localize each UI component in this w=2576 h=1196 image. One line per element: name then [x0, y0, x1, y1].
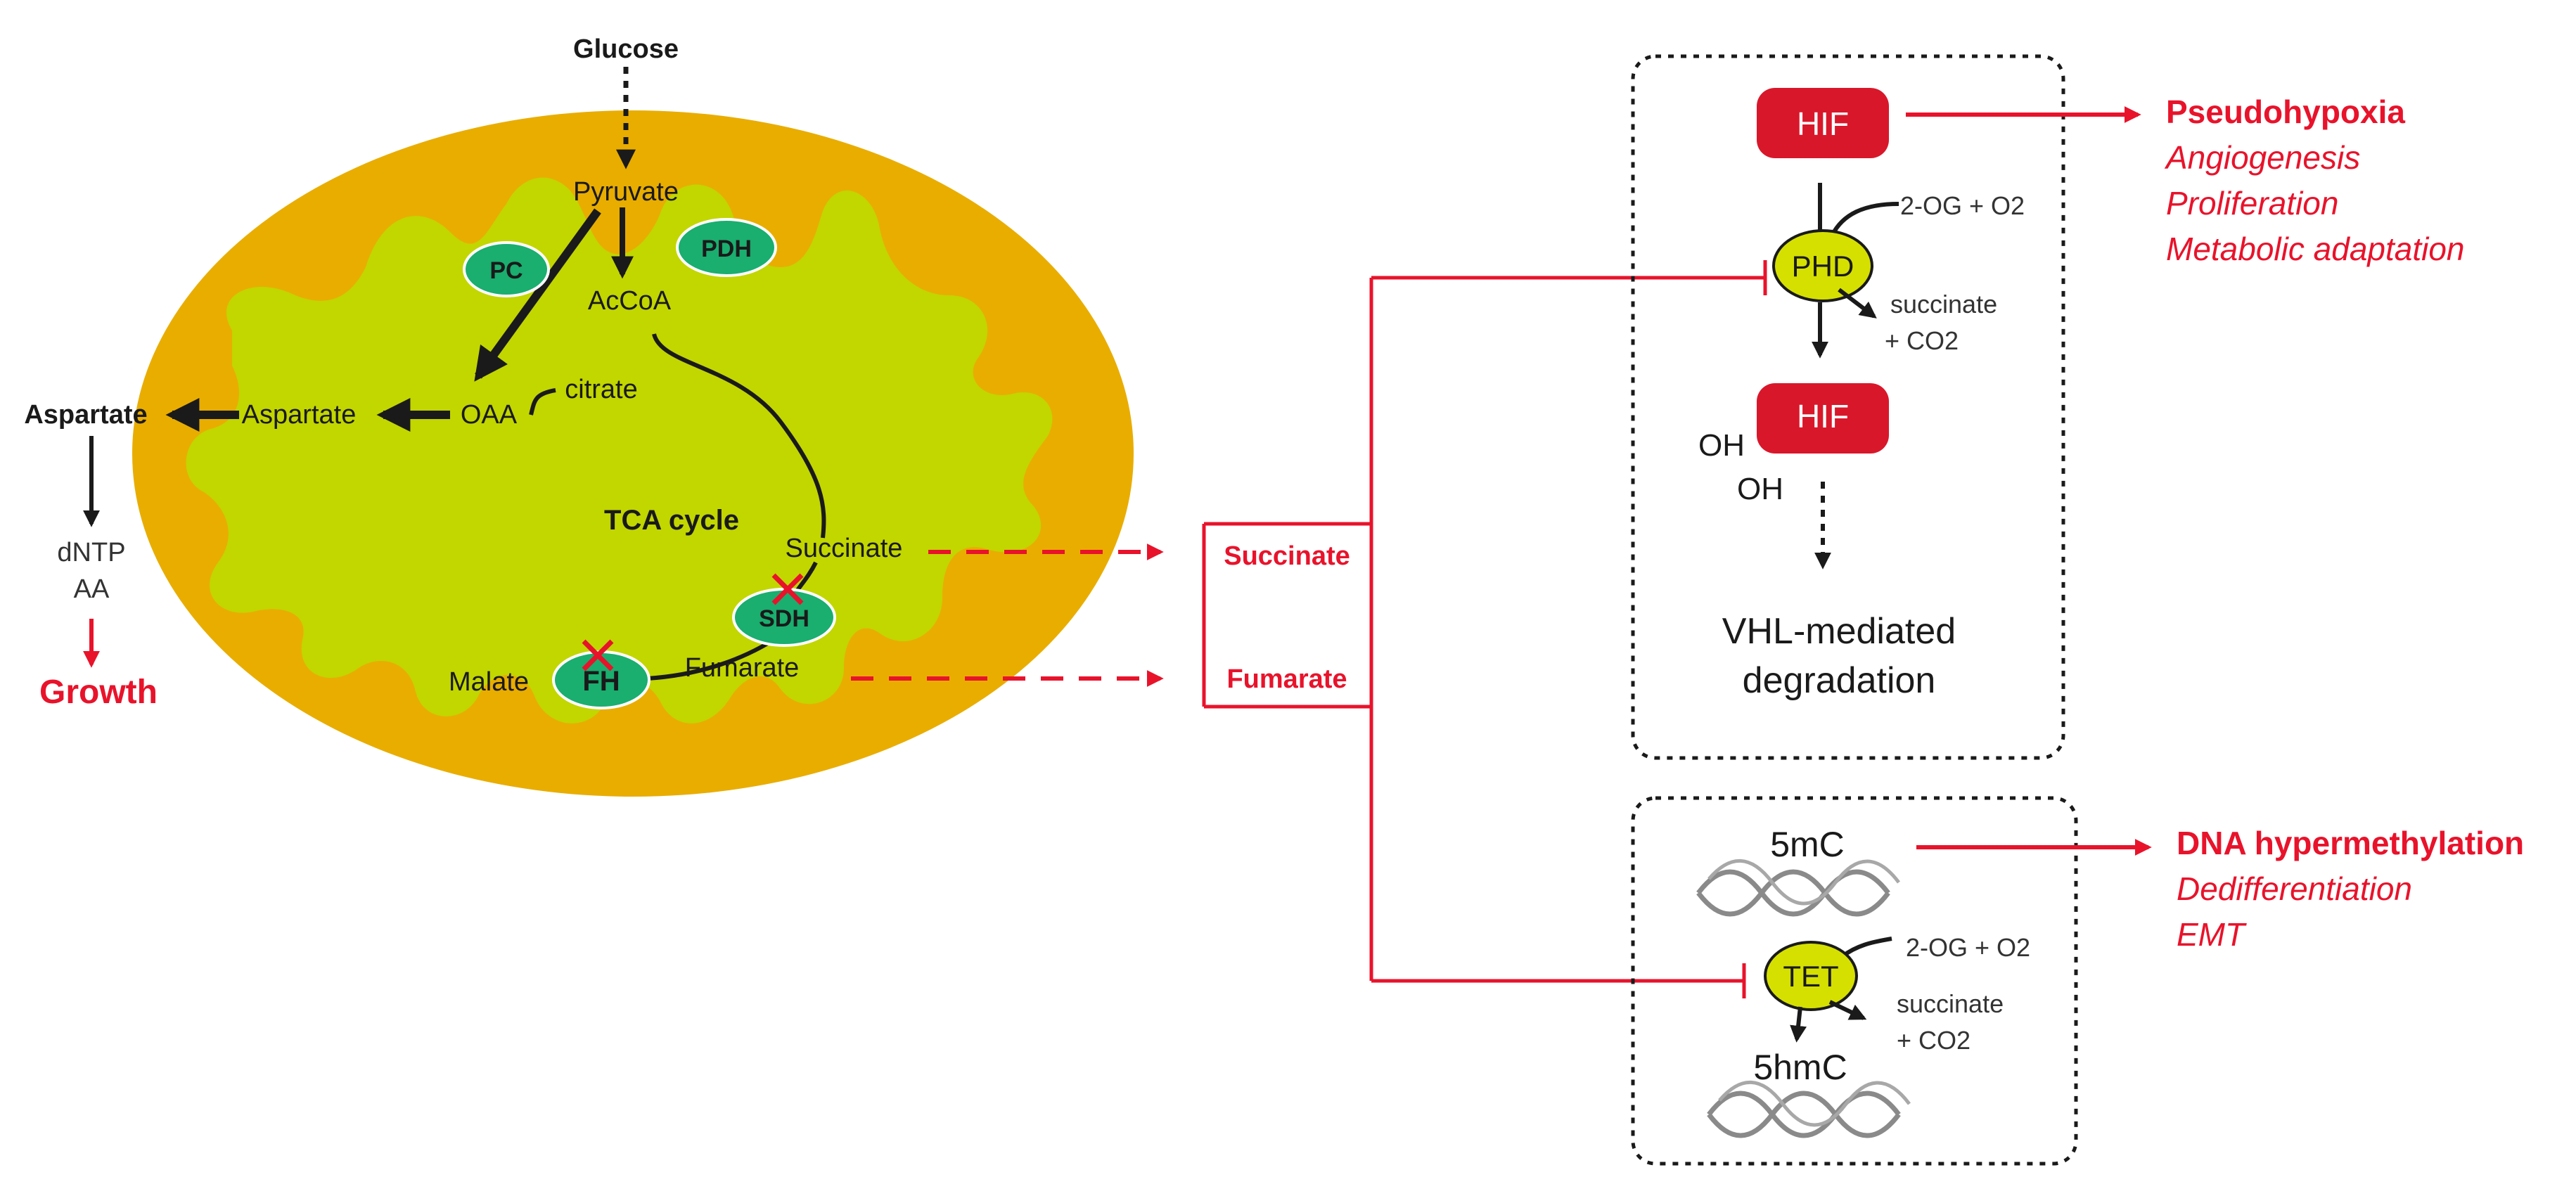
phd-product-arrow	[1838, 288, 1877, 319]
succinate-mito-label: Succinate	[786, 534, 903, 563]
citrate-label: citrate	[565, 375, 637, 404]
angiogenesis-label: Angiogenesis	[2164, 139, 2360, 176]
hif-top-label: HIF	[1797, 105, 1849, 142]
aspartate-inner-label: Aspartate	[242, 400, 357, 430]
5hmc-label: 5hmC	[1753, 1048, 1847, 1087]
dedifferentiation-label: Dedifferentiation	[2177, 870, 2412, 907]
growth-label: Growth	[39, 674, 158, 711]
hif-pathway-box	[1631, 54, 2065, 760]
oh-label-1: OH	[1698, 428, 1745, 463]
fumarate-mito-label: Fumarate	[685, 653, 800, 683]
pdh-label: PDH	[701, 236, 752, 262]
phd-cosubstrate-out-label-2: + CO2	[1885, 326, 1959, 355]
pc-enzyme	[463, 241, 550, 297]
tca-cycle-label: TCA cycle	[604, 505, 739, 536]
tet-pathway-box	[1631, 796, 2078, 1166]
dna-helix-5hmc-icon	[1707, 1080, 1911, 1138]
pc-label: PC	[489, 257, 523, 284]
fumarate-hub-label: Fumarate	[1226, 664, 1347, 694]
tca-cycle-arc	[652, 333, 826, 539]
hif-bottom-box	[1757, 383, 1889, 454]
fh-label: FH	[582, 666, 620, 697]
oh-label-2: OH	[1737, 472, 1783, 506]
proliferation-label: Proliferation	[2166, 185, 2338, 221]
tet-to-5hmc-arrow	[1790, 1006, 1807, 1043]
hif-bottom-label: HIF	[1797, 398, 1849, 435]
phd-cosubstrate-in-line	[1830, 202, 1899, 237]
malate-label: Malate	[449, 667, 529, 697]
sdh-enzyme	[732, 588, 836, 647]
emt-label: EMT	[2177, 916, 2247, 953]
phd-cosubstrate-out-label-1: succinate	[1890, 290, 1997, 319]
tet-product-arrow	[1828, 1000, 1867, 1020]
degradation-label-1: VHL-mediated	[1722, 611, 1956, 652]
mitochondrion	[132, 110, 1134, 797]
mito-pathways	[83, 67, 826, 681]
dna-helix-5mc-icon	[1696, 859, 1900, 917]
succinate-hub-label: Succinate	[1224, 541, 1350, 571]
sdh-mutation-cross-icon	[771, 573, 804, 605]
hif-top-box	[1757, 88, 1889, 158]
tet-cosubstrate-in-label: 2-OG + O2	[1906, 933, 2030, 962]
tet-cosubstrate-out-label-1: succinate	[1897, 989, 2004, 1018]
dna-hypermethylation-title: DNA hypermethylation	[2177, 825, 2524, 861]
phd-label: PHD	[1792, 250, 1854, 283]
mitochondrion-cristae	[186, 177, 1053, 724]
oaa-label: OAA	[461, 400, 518, 430]
pyruvate-label: Pyruvate	[573, 177, 679, 207]
phd-cosubstrate-in-label: 2-OG + O2	[1900, 191, 2025, 220]
tet-cosubstrate-in-line	[1841, 937, 1892, 958]
citrate-to-oaa-link	[529, 388, 556, 416]
phd-enzyme	[1772, 229, 1873, 302]
pdh-enzyme	[676, 218, 777, 277]
glucose-label: Glucose	[573, 34, 679, 64]
tet-enzyme	[1764, 941, 1858, 1011]
metabolic-adaptation-label: Metabolic adaptation	[2166, 231, 2465, 267]
tet-cosubstrate-out-label-2: + CO2	[1897, 1026, 1971, 1055]
dntp-label: dNTP	[57, 538, 125, 567]
pyruvate-to-oaa-arrow	[474, 208, 601, 382]
sdh-label: SDH	[759, 605, 809, 632]
aa-label: AA	[74, 574, 110, 604]
accoa-label: AcCoA	[588, 286, 672, 316]
tet-label: TET	[1783, 960, 1838, 993]
fh-mutation-cross-icon	[582, 639, 614, 671]
aspartate-outer-label: Aspartate	[24, 400, 147, 430]
oncometabolite-bracket	[1202, 260, 1767, 998]
pseudohypoxia-title: Pseudohypoxia	[2166, 94, 2405, 130]
degradation-label-2: degradation	[1743, 660, 1936, 701]
5mc-label: 5mC	[1770, 825, 1845, 864]
fumarate-to-fh-link	[646, 638, 775, 681]
